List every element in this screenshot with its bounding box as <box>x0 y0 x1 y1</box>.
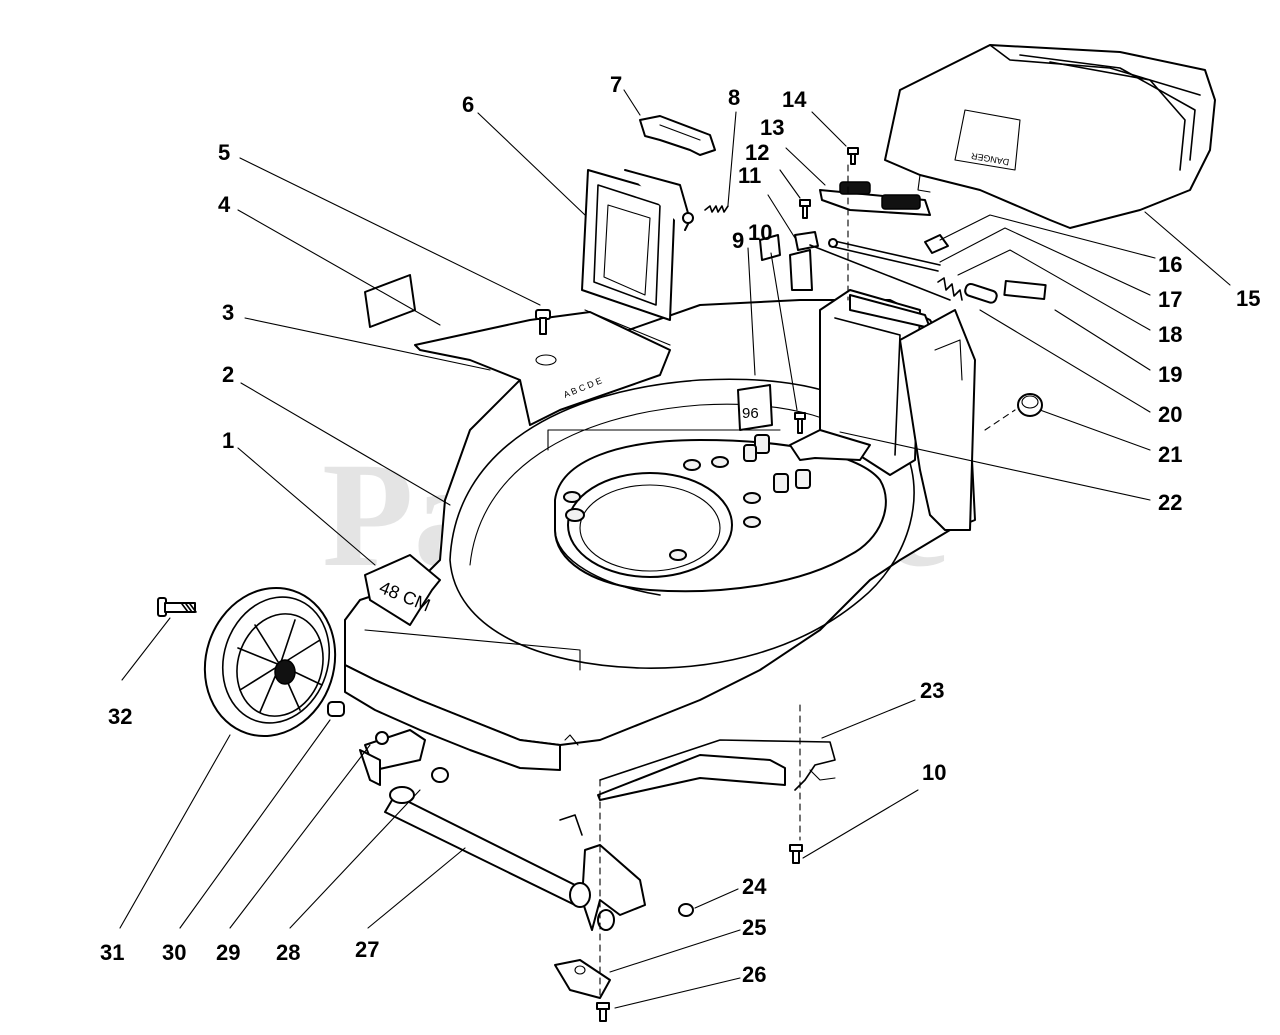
rear-axle-assembly <box>359 729 694 1022</box>
callout-29: 29 <box>216 940 240 965</box>
callout-30: 30 <box>162 940 186 965</box>
callout-6: 6 <box>462 92 474 117</box>
plug-21 <box>1017 393 1043 417</box>
callout-13: 13 <box>760 115 784 140</box>
callout-27: 27 <box>355 937 379 962</box>
year-decal: 96 <box>737 384 773 431</box>
callout-15: 15 <box>1236 286 1260 311</box>
height-adjust-plate: A B C D E <box>414 309 671 426</box>
bolt-5 <box>535 309 551 335</box>
callout-numbers: 1 2 3 4 5 6 7 8 9 10 11 12 13 14 15 16 1… <box>100 72 1260 987</box>
callout-11: 11 <box>738 163 761 188</box>
callout-32: 32 <box>108 704 132 729</box>
bracket-22 <box>789 412 871 461</box>
rear-hinge-bracket <box>759 181 951 301</box>
callout-26: 26 <box>742 962 766 987</box>
screw-12 <box>799 199 811 219</box>
callout-22: 22 <box>1158 490 1182 515</box>
torsion-spring <box>937 277 963 301</box>
callout-12: 12 <box>745 140 769 165</box>
door-handle <box>639 115 716 156</box>
callout-4: 4 <box>218 192 231 217</box>
grass-bag: DANGER <box>884 44 1216 229</box>
year-label: 96 <box>742 405 759 422</box>
callout-25: 25 <box>742 915 766 940</box>
callout-24: 24 <box>742 874 767 899</box>
screw-14 <box>847 147 859 165</box>
decal-4 <box>364 274 416 328</box>
hinge-rod-assembly <box>828 234 1047 304</box>
callout-3: 3 <box>222 300 234 325</box>
callout-18: 18 <box>1158 322 1182 347</box>
rear-baffle <box>597 739 836 801</box>
callout-8: 8 <box>728 85 740 110</box>
callout-14: 14 <box>782 87 807 112</box>
callout-17: 17 <box>1158 287 1182 312</box>
callout-10: 10 <box>748 220 772 245</box>
callout-10-lower: 10 <box>922 760 946 785</box>
callout-19: 19 <box>1158 362 1182 387</box>
callout-9: 9 <box>732 228 744 253</box>
callout-23: 23 <box>920 678 944 703</box>
deck-housing <box>344 299 976 771</box>
motor-mount-bosses <box>563 434 811 561</box>
callout-16: 16 <box>1158 252 1182 277</box>
callout-5: 5 <box>218 140 230 165</box>
callout-21: 21 <box>1158 442 1182 467</box>
spring-8 <box>704 205 729 213</box>
callout-31: 31 <box>100 940 124 965</box>
screw-10-lower <box>789 844 803 864</box>
callout-7: 7 <box>610 72 622 97</box>
callout-1: 1 <box>222 428 234 453</box>
front-wheel-assembly <box>157 586 389 745</box>
callout-20: 20 <box>1158 402 1182 427</box>
chute-door <box>581 169 694 321</box>
rear-chute-frame <box>819 289 976 531</box>
deck-size-decal: 48 CM <box>364 554 441 626</box>
leader-lines <box>119 89 1231 1009</box>
callout-2: 2 <box>222 362 234 387</box>
callout-28: 28 <box>276 940 300 965</box>
